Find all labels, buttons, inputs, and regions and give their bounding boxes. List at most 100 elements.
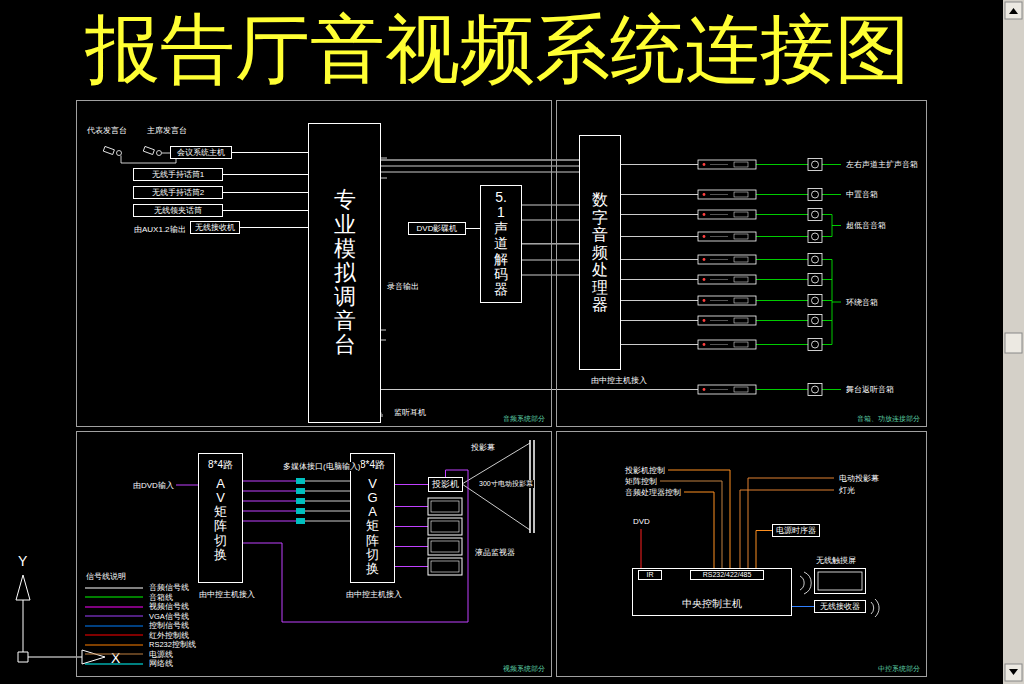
annotation-label: 由中控主机接入 <box>590 376 648 385</box>
device-label: VGA矩阵切换 <box>366 477 379 577</box>
legend-text: 电源线 <box>149 651 173 659</box>
legend-row: 音频信号线 <box>85 583 196 593</box>
device-label: 专业模拟调音台 <box>334 188 356 357</box>
device-label: IR <box>647 571 654 579</box>
device-label: 电源时序器 <box>776 526 816 535</box>
device-box: 无线手持话筒2 <box>133 186 223 199</box>
panel-caption: 视频系统部分 <box>503 665 545 673</box>
legend-text: 音箱线 <box>149 594 173 602</box>
signal-cable <box>223 192 308 193</box>
device-label: 投影机 <box>432 479 459 489</box>
legend-swatch <box>85 623 143 629</box>
annotation-label: 中置音箱 <box>845 190 879 199</box>
touch-screen: 无线触摸屏 <box>814 568 866 594</box>
annotation-label: 电动投影幕 <box>838 474 880 483</box>
port-box: RS232/422/485 <box>690 570 764 580</box>
scrollbar <box>1003 0 1024 684</box>
annotation-label: 超低音音箱 <box>845 221 887 230</box>
device-box: 无线接收器 <box>814 600 866 613</box>
annotation-label: 由DVD输入 <box>132 481 175 490</box>
control-host: 中央控制主机IRRS232/422/485 <box>632 568 792 616</box>
signal-cable <box>522 243 579 244</box>
legend-swatch <box>85 613 143 619</box>
panel-caption: 中控系统部分 <box>878 665 920 673</box>
annotation-label: 由中控主机接入 <box>345 590 403 599</box>
port-box: IR <box>638 570 662 580</box>
device-label: AV矩阵切换 <box>214 477 227 563</box>
device-label: 无线手持话筒1 <box>152 170 204 179</box>
system-panel: 音频系统部分 会议系统主机无线手持话筒1 无线手持话筒2 无线领夹话筒无线接收机 专业模… <box>76 100 552 427</box>
legend-swatch <box>85 651 143 657</box>
device-label: RS232/422/485 <box>703 571 752 579</box>
system-panel: 中控系统部分中央控制主机IRRS232/422/485电源时序器无线触摸屏无线接… <box>556 431 927 677</box>
legend-text: 控制信号线 <box>149 622 189 630</box>
signal-cable <box>466 228 480 229</box>
signal-cable <box>395 484 428 485</box>
device-label: 无线接收器 <box>820 602 860 611</box>
signal-cable <box>232 152 308 153</box>
signal-cable <box>223 210 308 211</box>
amplifier-rack <box>621 159 841 396</box>
signal-cable <box>756 531 772 571</box>
annotation-label: 舞台返听音箱 <box>845 385 895 394</box>
device-box: 电源时序器 <box>772 524 820 537</box>
annotation-label: 音频处理器控制 <box>624 488 682 497</box>
device-label: 无线接收机 <box>195 223 235 232</box>
diagram-title: 报告厅音视频系统连接图 <box>85 12 910 87</box>
legend-row: 红外控制线 <box>85 631 196 641</box>
annotation-label: 代表发言台 <box>86 126 128 135</box>
annotation-label: 录音输出 <box>386 282 420 291</box>
panel-caption: 音箱、功放连接部分 <box>857 415 920 423</box>
legend-row: 音箱线 <box>85 593 196 603</box>
legend-text: RS232控制线 <box>149 641 196 649</box>
legend-swatch <box>85 632 143 638</box>
signal-cable <box>240 227 308 228</box>
legend-row: 网络线 <box>85 659 196 669</box>
annotation-label: 灯光 <box>838 486 856 495</box>
annotation-label: 投影机控制 <box>624 466 666 475</box>
legend-row: 控制信号线 <box>85 621 196 631</box>
device-box: 会议系统主机 <box>170 146 232 159</box>
legend-swatch <box>85 642 143 648</box>
matrix-switcher: 8*4路 VGA矩阵切换 <box>350 453 395 583</box>
panel-caption: 音频系统部分 <box>503 415 545 423</box>
legend-text: 红外控制线 <box>149 632 189 640</box>
annotation-label: 由AUX1.2输出 <box>133 225 187 234</box>
legend-swatch <box>85 661 143 667</box>
legend-swatch <box>85 585 143 591</box>
device-rack: 数字音频处理器 <box>579 135 621 370</box>
device-box: 投影机 <box>428 477 463 492</box>
annotation-label: 监听耳机 <box>393 408 427 417</box>
annotation-label: 环绕音箱 <box>845 298 879 307</box>
device-label: 无线领夹话筒 <box>154 206 202 215</box>
device-label: 数字音频处理器 <box>592 191 608 314</box>
legend-text: 音频信号线 <box>149 584 189 592</box>
legend-text: VGA信号线 <box>149 613 189 621</box>
signal-cable <box>792 606 814 607</box>
device-label: 8*4路 <box>208 459 233 471</box>
device-box: 无线手持话筒1 <box>133 168 223 181</box>
device-label: 会议系统主机 <box>177 148 225 157</box>
matrix-switcher: 8*4路 AV矩阵切换 <box>198 453 243 583</box>
annotation-label: DVD <box>632 517 651 526</box>
legend-row: 电源线 <box>85 650 196 660</box>
signal-cable <box>381 160 579 161</box>
legend-text: 视频信号线 <box>149 603 189 611</box>
annotation-label: 液晶监视器 <box>474 548 516 557</box>
device-label: DVD影碟机 <box>417 224 458 233</box>
annotation-label: 投影幕 <box>470 443 496 452</box>
device-label: 8*4路 <box>360 459 385 471</box>
annotation-label: 多媒体接口(电脑输入) <box>282 462 361 471</box>
annotation-label: 300寸电动投影幕 <box>478 480 534 488</box>
device-box: 无线接收机 <box>190 221 240 234</box>
device-rack: 专业模拟调音台 <box>308 123 381 423</box>
device-label: 5.1声道解码器 <box>494 190 508 298</box>
annotation-label: 左右声道主扩声音箱 <box>845 160 919 169</box>
legend-row: 视频信号线 <box>85 602 196 612</box>
device-label: 无线触摸屏 <box>816 556 856 565</box>
